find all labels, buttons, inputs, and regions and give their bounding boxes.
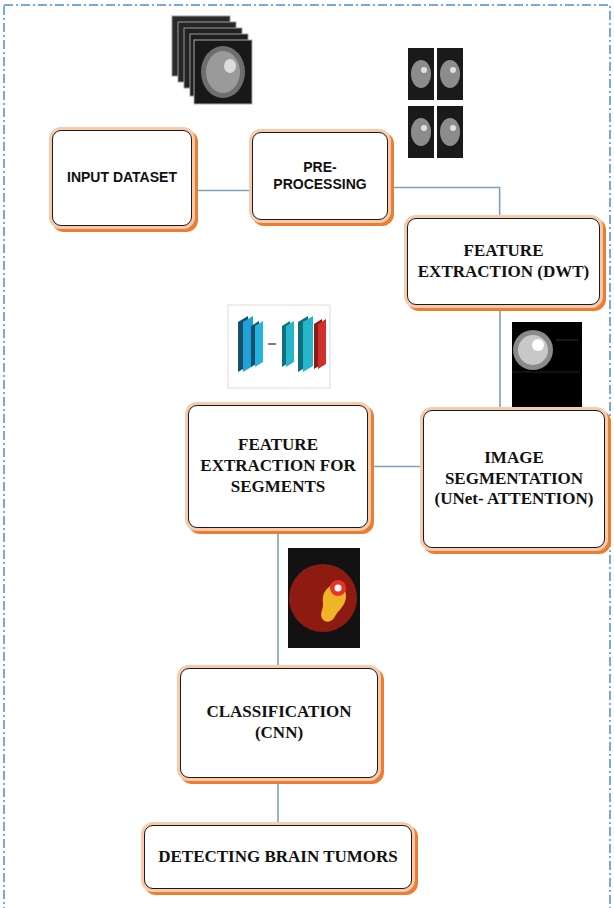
connector-line bbox=[368, 466, 423, 468]
connector-line bbox=[499, 305, 501, 410]
box-label: DETECTING BRAIN TUMORS bbox=[158, 847, 398, 868]
box-label: INPUT DATASET bbox=[67, 169, 177, 186]
process-box: FEATURE EXTRACTION FOR SEGMENTS bbox=[188, 405, 368, 528]
process-box: INPUT DATASET bbox=[52, 130, 192, 226]
connector-line bbox=[277, 778, 279, 825]
box-label: CLASSIFICATION (CNN) bbox=[189, 702, 369, 743]
box-label: FEATURE EXTRACTION (DWT) bbox=[416, 241, 591, 282]
cnn-layers-icon bbox=[228, 305, 330, 388]
dwt-output-thumbnail bbox=[512, 322, 582, 408]
dashed-frame bbox=[4, 5, 610, 908]
box-label: IMAGE SEGMENTATION (UNet- ATTENTION) bbox=[430, 448, 598, 510]
mri-grid-icon bbox=[408, 48, 463, 158]
process-box: FEATURE EXTRACTION (DWT) bbox=[407, 218, 600, 305]
mri-stack-icon bbox=[172, 16, 252, 104]
connector-line bbox=[388, 187, 500, 218]
process-box: CLASSIFICATION (CNN) bbox=[180, 668, 378, 778]
segmentation-result-image bbox=[288, 548, 360, 648]
process-box: IMAGE SEGMENTATION (UNet- ATTENTION) bbox=[423, 410, 605, 548]
connector-line bbox=[277, 528, 279, 668]
connector-line bbox=[192, 190, 252, 192]
process-box: DETECTING BRAIN TUMORS bbox=[144, 825, 412, 889]
process-box: PRE- PROCESSING bbox=[252, 132, 388, 220]
box-label: FEATURE EXTRACTION FOR SEGMENTS bbox=[197, 435, 359, 497]
box-label: PRE- PROCESSING bbox=[263, 159, 377, 193]
